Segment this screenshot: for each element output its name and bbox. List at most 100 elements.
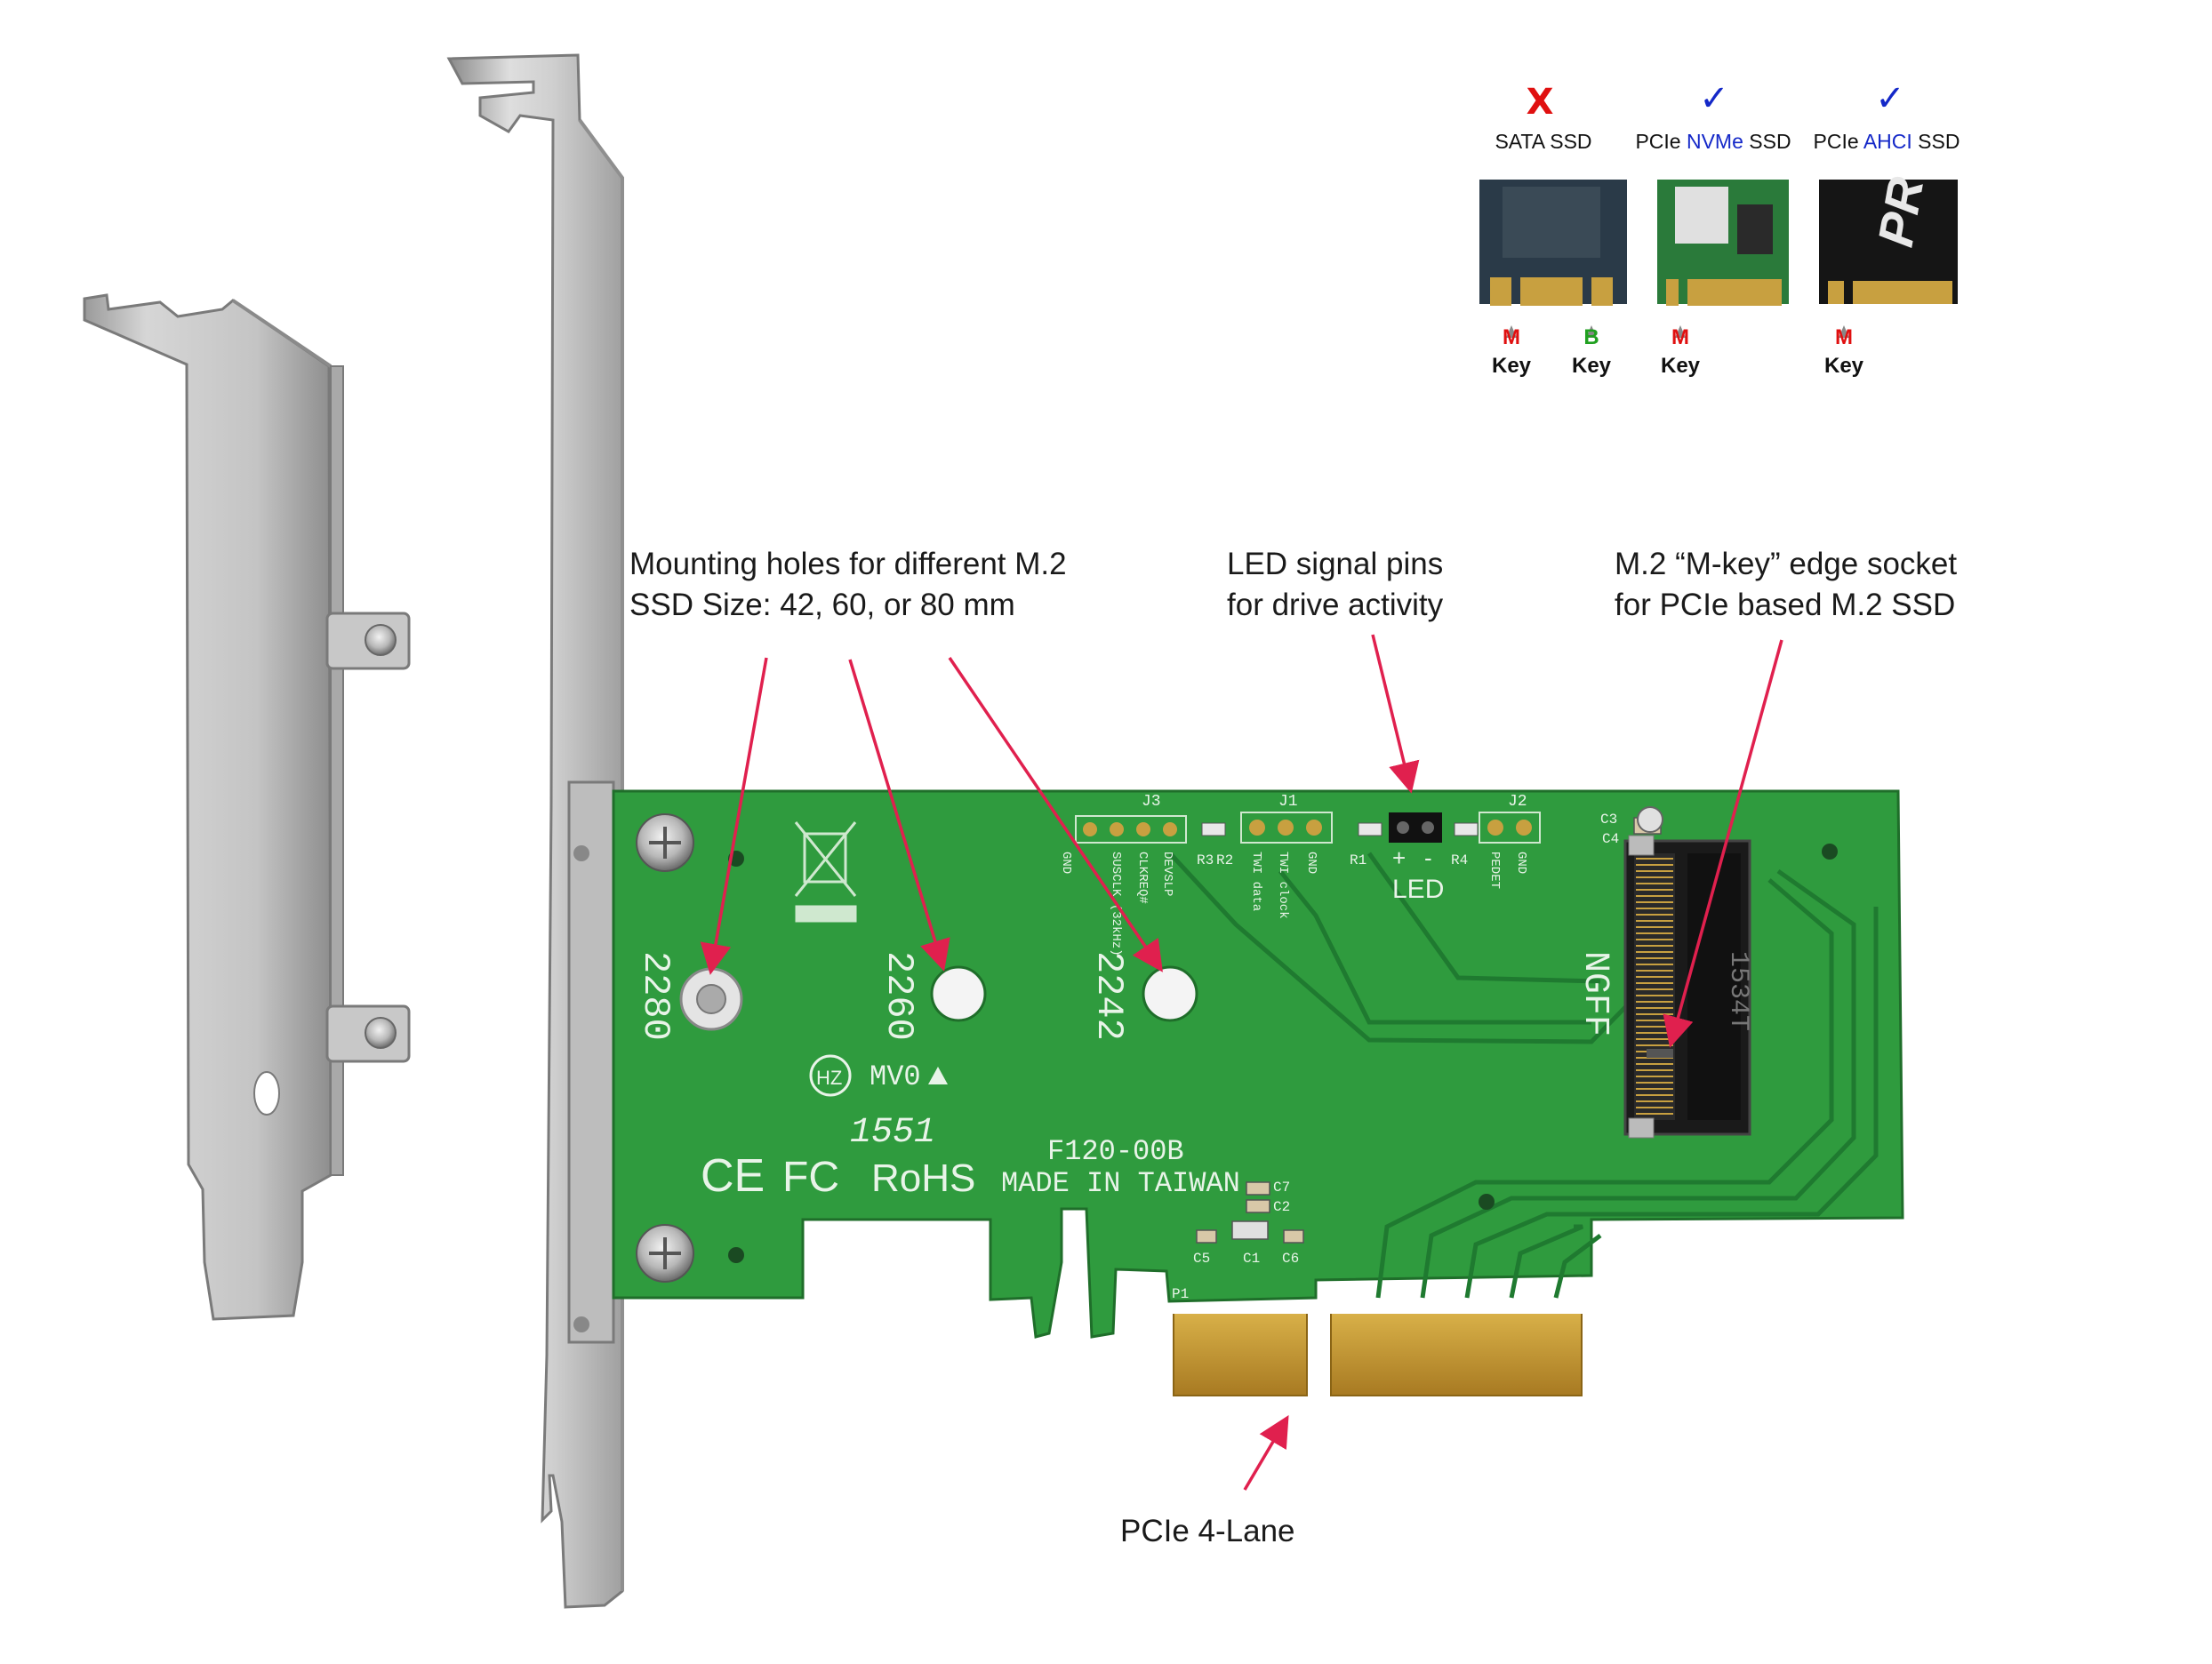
j2-label: J2 — [1508, 793, 1527, 811]
led-header — [1389, 812, 1442, 843]
bracket-tab-bottom — [325, 1004, 411, 1063]
socket-annotation: M.2 “M-key” edge socket for PCIe based M… — [1615, 544, 1957, 626]
hz-logo: HZ — [816, 1067, 842, 1089]
led-annotation: LED signal pins for drive activity — [1227, 544, 1443, 626]
sata-cross-icon: X — [1526, 82, 1554, 123]
rohs-label: RoHS — [871, 1156, 975, 1200]
size-label-2242: 2242 — [1087, 951, 1130, 1041]
c5-label: C5 — [1193, 1251, 1210, 1267]
ahci-key-m-word: Key — [1823, 354, 1864, 378]
arrow-to-2260 — [848, 659, 950, 972]
j3-pin-4: DEVSLP — [1160, 852, 1174, 896]
arrow-to-socket — [1663, 639, 1783, 1048]
socket-line-2: for PCIe based M.2 SSD — [1615, 588, 1956, 622]
ssd-legend: PR — [1479, 172, 1958, 338]
model-label: F120-00B — [1047, 1135, 1184, 1168]
sata-ssd-image — [1479, 180, 1627, 338]
size-label-2280: 2280 — [634, 951, 677, 1041]
p1-label: P1 — [1172, 1286, 1189, 1302]
full-height-bracket — [446, 53, 624, 1609]
led-plus: + — [1392, 844, 1406, 871]
sata-key-b-letter: B — [1583, 325, 1599, 349]
ce-label: CE — [701, 1150, 765, 1202]
ngff-label: NGFF — [1575, 951, 1615, 1036]
standoff-2280 — [679, 967, 743, 1031]
c3-label: C3 — [1600, 812, 1617, 828]
nvme-key-m-letter: M — [1671, 325, 1689, 349]
r2-label: R2 — [1216, 852, 1233, 868]
pointer-arrows — [700, 634, 1783, 1491]
j3-pin-1: GND — [1059, 852, 1073, 874]
j3-label: J3 — [1142, 793, 1161, 811]
arrow-to-2280 — [700, 657, 768, 975]
socket-code-label: 1534T — [1723, 951, 1753, 1031]
nvme-check-icon: ✓ — [1699, 78, 1729, 119]
header-j2 — [1479, 812, 1541, 844]
c1-label: C1 — [1243, 1251, 1260, 1267]
mounting-line-2: SSD Size: 42, 60, or 80 mm — [629, 588, 1015, 622]
sata-key-b-word: Key — [1571, 354, 1612, 378]
header-j1 — [1240, 812, 1333, 844]
arrow-to-2242 — [948, 657, 1163, 972]
nvme-ssd-image — [1657, 180, 1789, 338]
silkscreen: 2280 2260 2242 NGFF 1534T F120-00B MADE … — [634, 793, 1753, 1302]
header-j3 — [1075, 815, 1187, 844]
nvme-key-m-word: Key — [1660, 354, 1701, 378]
fc-label: FC — [782, 1154, 839, 1201]
ahci-ssd-label: PCIe AHCI SSD — [1807, 130, 1967, 154]
led-line-2: for drive activity — [1227, 588, 1444, 622]
arrow-to-pcie — [1243, 1414, 1289, 1491]
nvme-ssd-label: PCIe NVMe SSD — [1629, 130, 1798, 154]
mounting-line-1: Mounting holes for different M.2 — [629, 547, 1067, 581]
nvme-prefix: PCIe — [1635, 130, 1687, 153]
ahci-highlight: AHCI — [1863, 130, 1912, 153]
c2-label: C2 — [1273, 1199, 1290, 1215]
r1-label: R1 — [1350, 852, 1366, 868]
ahci-prefix: PCIe — [1813, 130, 1863, 153]
origin-label: MADE IN TAIWAN — [1001, 1167, 1240, 1200]
c6-label: C6 — [1282, 1251, 1299, 1267]
j3-pin-3: CLKREQ# — [1135, 852, 1150, 904]
mount-hole-2260 — [930, 965, 987, 1022]
c4-label: C4 — [1602, 831, 1619, 847]
j1-pin-1: TWI data — [1249, 852, 1263, 911]
pcb-board — [612, 789, 1904, 1396]
ahci-suffix: SSD — [1911, 130, 1960, 153]
screw-top-left — [636, 813, 694, 872]
sata-ssd-label: SATA SSD — [1495, 130, 1592, 153]
pcie-lane-label: PCIe 4-Lane — [1120, 1514, 1295, 1548]
pcie-lane-annotation: PCIe 4-Lane — [1120, 1511, 1295, 1552]
mounting-holes-annotation: Mounting holes for different M.2 SSD Siz… — [629, 544, 1067, 626]
ahci-ssd-image: PR — [1819, 172, 1958, 338]
led-silk-label: LED — [1392, 875, 1444, 904]
j2-pin-2: GND — [1514, 852, 1528, 874]
c7-label: C7 — [1273, 1180, 1290, 1196]
j2-pin-1: PEDET — [1487, 852, 1502, 889]
mv-label: MV0 — [870, 1060, 921, 1093]
m2-edge-socket — [1623, 835, 1751, 1139]
sata-key-m-word: Key — [1491, 354, 1532, 378]
r4-label: R4 — [1451, 852, 1468, 868]
low-profile-bracket — [83, 293, 411, 1321]
date-code-label: 1551 — [850, 1113, 935, 1153]
size-label-2260: 2260 — [878, 951, 920, 1041]
arrow-to-led — [1371, 634, 1420, 794]
sata-key-m-letter: M — [1503, 325, 1520, 349]
j1-pin-2: TWI clock — [1276, 852, 1290, 919]
ahci-check-icon: ✓ — [1875, 78, 1905, 119]
j1-label: J1 — [1278, 793, 1298, 811]
led-minus: - — [1424, 844, 1432, 871]
r3-label: R3 — [1197, 852, 1214, 868]
weee-bin-icon — [794, 821, 857, 923]
mount-hole-2242 — [1142, 965, 1198, 1022]
screw-bottom-left — [636, 1224, 694, 1283]
j1-pin-3: GND — [1304, 852, 1318, 874]
nvme-suffix: SSD — [1743, 130, 1791, 153]
led-line-1: LED signal pins — [1227, 547, 1444, 581]
socket-line-1: M.2 “M-key” edge socket — [1615, 547, 1958, 581]
svg-text:PR: PR — [1867, 172, 1935, 251]
ahci-key-m-letter: M — [1835, 325, 1853, 349]
bracket-tab-top — [325, 612, 411, 670]
